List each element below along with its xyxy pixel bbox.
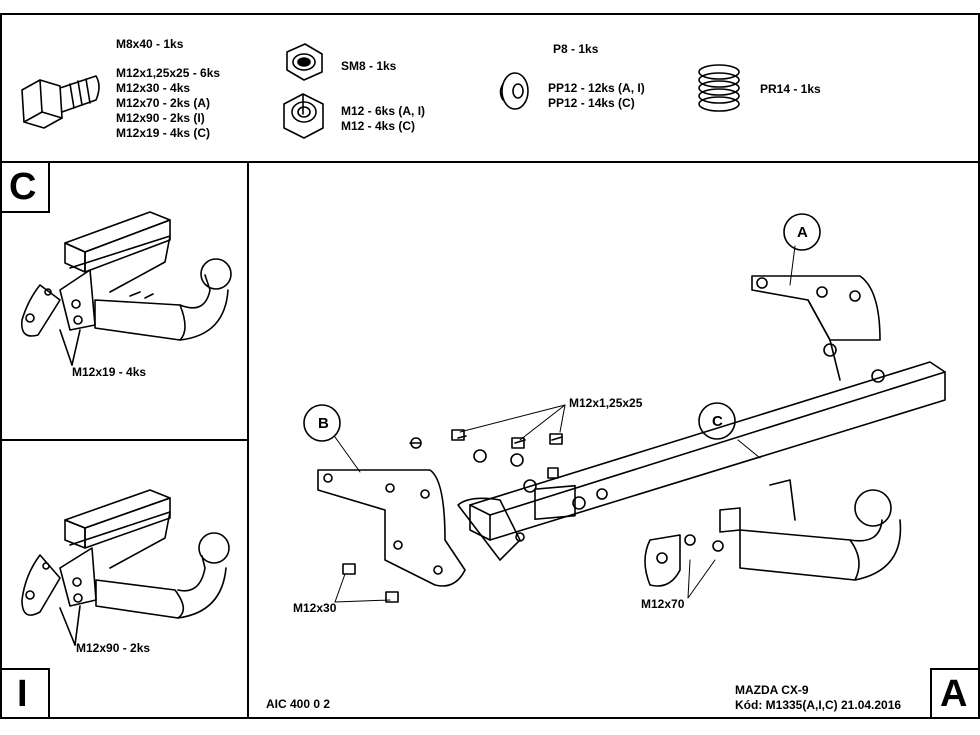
panel-letter-i: I [17, 673, 28, 715]
bolt-item: M12x90 - 2ks (I) [116, 111, 205, 125]
callout-m12x30: M12x30 [293, 601, 337, 615]
panel-letter-a: A [940, 673, 968, 715]
label-c: C [712, 413, 723, 430]
washer-small-label: P8 - 1ks [553, 42, 599, 56]
letter-box-i [0, 668, 50, 719]
vehicle-model: MAZDA CX-9 [735, 683, 809, 697]
hitch-c-drawing [21, 211, 232, 366]
hitch-main-drawing [317, 245, 946, 603]
label-a-circle [783, 213, 821, 251]
bolt-small-label: M8x40 - 1ks [116, 37, 184, 51]
bolt-item: M12x1,25x25 - 6ks [116, 66, 221, 80]
part-code: Kód: M1335(A,I,C) 21.04.2016 [735, 698, 902, 712]
doc-number: AIC 400 0 2 [266, 697, 331, 711]
panel-divider [0, 439, 249, 441]
bolt-item: M12x70 - 2ks (A) [116, 96, 211, 110]
nut-small-icon [286, 43, 323, 81]
label-b-circle [303, 404, 341, 442]
panel-letter-c: C [9, 166, 37, 208]
label-c-circle [698, 402, 736, 440]
letter-box-c [0, 161, 50, 213]
callout-m12x19: M12x19 - 4ks [72, 365, 147, 379]
washer-icon [499, 72, 529, 110]
callout-m12x70: M12x70 [641, 597, 685, 611]
hitch-i-drawing [21, 489, 230, 646]
letter-box-a [930, 668, 980, 719]
washer-item: PP12 - 12ks (A, I) [548, 81, 645, 95]
bolt-icon [21, 75, 100, 129]
nut-item: M12 - 6ks (A, I) [341, 104, 426, 118]
washer-item: PP12 - 14ks (C) [548, 96, 635, 110]
label-a: A [797, 224, 808, 241]
nut-small-label: SM8 - 1ks [341, 59, 397, 73]
bolt-item: M12x30 - 4ks [116, 81, 191, 95]
callout-bolts-top: M12x1,25x25 [569, 396, 643, 410]
nut-icon [283, 93, 324, 139]
spring-icon [698, 64, 740, 112]
nut-item: M12 - 4ks (C) [341, 119, 416, 133]
spring-label: PR14 - 1ks [760, 82, 821, 96]
callout-m12x90: M12x90 - 2ks [76, 641, 151, 655]
bolt-item: M12x19 - 4ks (C) [116, 126, 211, 140]
bolt-list: M12x1,25x25 - 6ks M12x30 - 4ks M12x70 - … [116, 66, 220, 141]
label-b: B [318, 415, 329, 432]
